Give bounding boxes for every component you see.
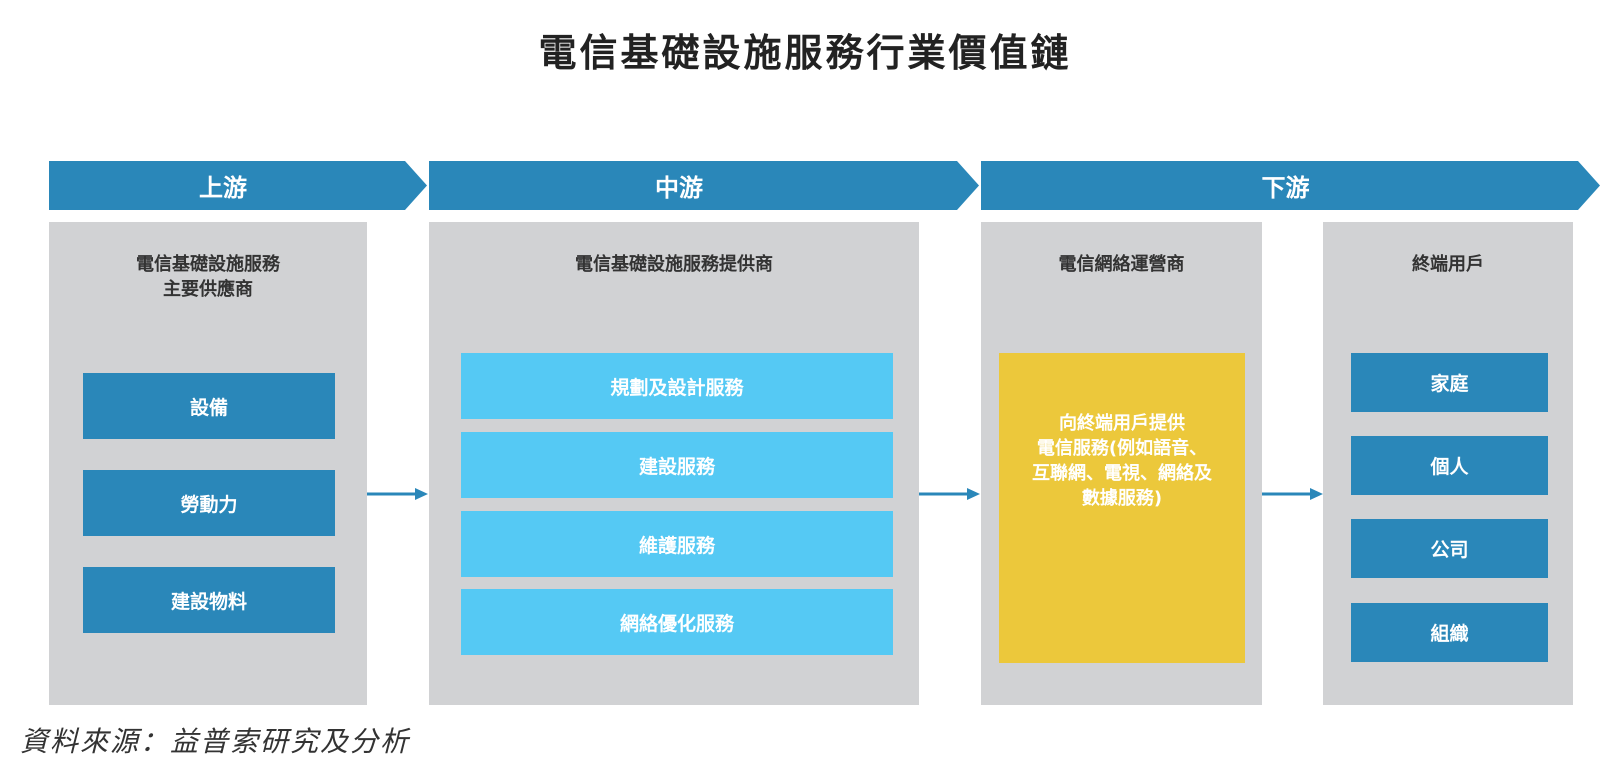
panel-operators-title: 電信網絡運營商	[1058, 254, 1185, 275]
provider-item-maintenance: 維護服務	[461, 511, 893, 577]
stage-upstream-label: 上游	[199, 174, 247, 202]
panel-providers-title: 電信基礎設施服務提供商	[575, 254, 773, 275]
supplier-item-equipment: 設備	[83, 373, 335, 439]
end-user-item-organizations: 組織	[1351, 603, 1548, 662]
stage-downstream: 下游	[981, 161, 1600, 210]
provider-item-construction: 建設服務	[461, 432, 893, 498]
stage-midstream: 中游	[429, 161, 979, 210]
end-user-item-companies: 公司	[1351, 519, 1548, 578]
arrow-operators-to-end-users	[1262, 488, 1323, 500]
panel-end-users-title: 終端用戶	[1412, 254, 1484, 275]
stage-downstream-label: 下游	[1261, 174, 1310, 202]
diagram-title: 電信基礎設施服務行業價值鏈	[538, 31, 1072, 75]
panel-providers: 電信基礎設施服務提供商 規劃及設計服務 建設服務 維護服務 網絡優化服務	[429, 222, 919, 705]
panel-suppliers-title-line2: 主要供應商	[163, 279, 253, 300]
panel-suppliers-title: 電信基礎設施服務 主要供應商	[49, 252, 367, 302]
arrow-providers-to-operators	[919, 488, 980, 500]
panel-suppliers-title-line1: 電信基礎設施服務	[136, 254, 280, 275]
panel-suppliers: 電信基礎設施服務 主要供應商 設備 勞動力 建設物料	[49, 222, 367, 705]
operator-description: 向終端用戶提供 電信服務(例如語音、 互聯網、電視、網絡及 數據服務)	[999, 353, 1245, 663]
stage-upstream: 上游	[49, 161, 427, 210]
end-user-item-households: 家庭	[1351, 353, 1548, 412]
panel-end-users: 終端用戶 家庭 個人 公司 組織	[1323, 222, 1573, 705]
supplier-item-materials: 建設物料	[83, 567, 335, 633]
end-user-item-individuals: 個人	[1351, 436, 1548, 495]
source-note: 資料來源：益普索研究及分析	[20, 725, 411, 758]
supplier-item-labor: 勞動力	[83, 470, 335, 536]
provider-item-optimization: 網絡優化服務	[461, 589, 893, 655]
provider-item-planning: 規劃及設計服務	[461, 353, 893, 419]
stage-midstream-label: 中游	[655, 174, 703, 202]
panel-operators: 電信網絡運營商 向終端用戶提供 電信服務(例如語音、 互聯網、電視、網絡及 數據…	[981, 222, 1262, 705]
arrow-suppliers-to-providers	[367, 488, 428, 500]
